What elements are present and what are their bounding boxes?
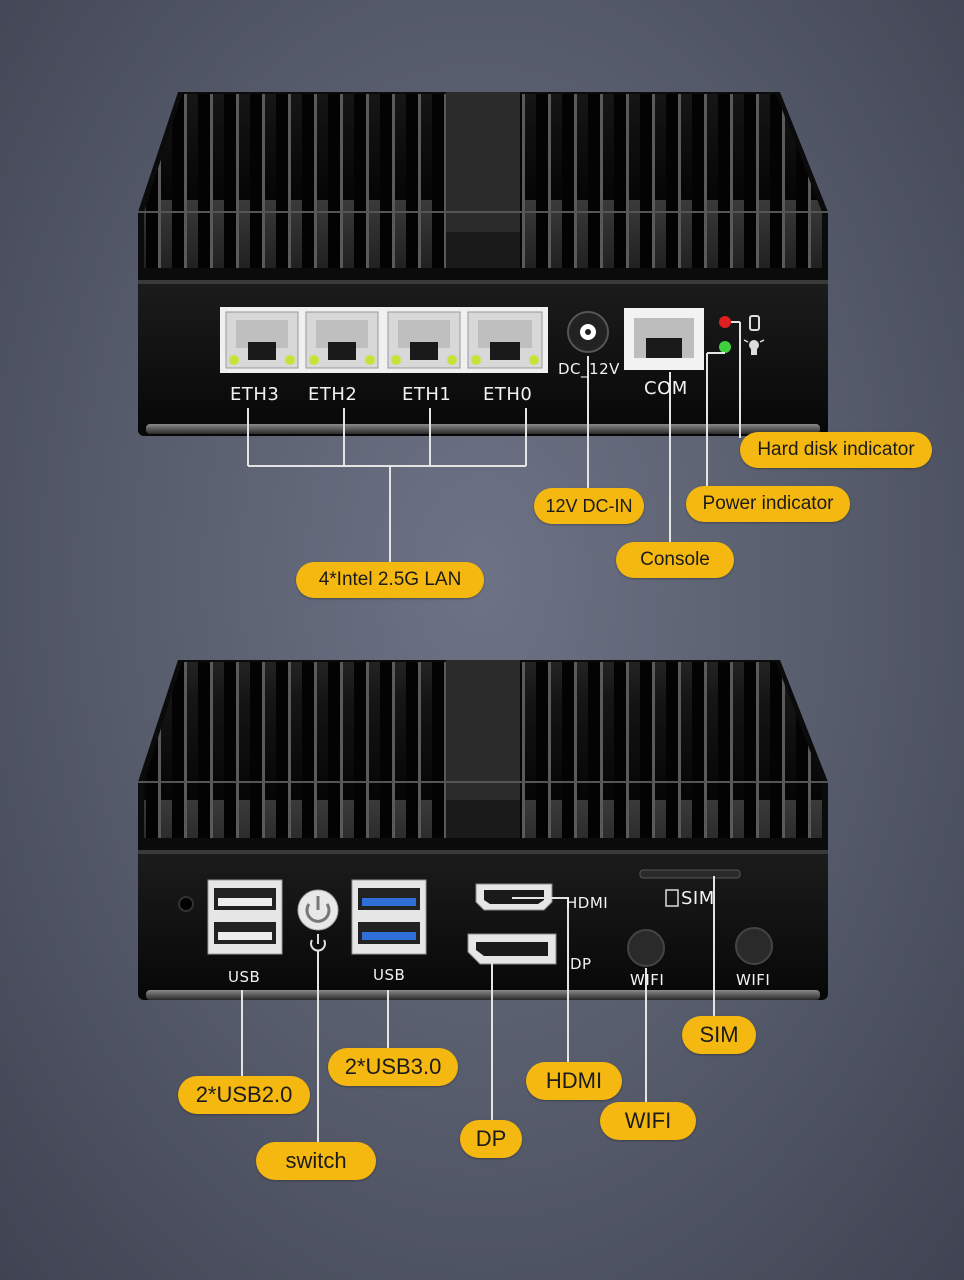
disk-icon xyxy=(749,315,760,331)
wifi-right-label: WIFI xyxy=(736,971,771,989)
callout-lan: 4*Intel 2.5G LAN xyxy=(296,562,484,598)
callout-sim: SIM xyxy=(682,1016,756,1054)
eth0-label: ETH0 xyxy=(483,384,533,405)
wifi-left-label: WIFI xyxy=(630,971,665,989)
eth2-label: ETH2 xyxy=(308,384,358,405)
usb3-ports xyxy=(351,879,427,955)
callout-power-indicator: Power indicator xyxy=(686,486,850,522)
wifi-antenna-right xyxy=(735,927,773,965)
usb2-label: USB xyxy=(228,968,261,986)
power-led xyxy=(719,341,731,353)
hdmi-label: HDMI xyxy=(566,894,609,912)
callout-hdmi: HDMI xyxy=(526,1062,622,1100)
sim-icon xyxy=(665,889,679,907)
callout-usb2: 2*USB2.0 xyxy=(178,1076,310,1114)
hard-disk-led xyxy=(719,316,731,328)
eth1-label: ETH1 xyxy=(402,384,452,405)
dc-jack xyxy=(567,311,609,353)
callout-wifi: WIFI xyxy=(600,1102,696,1140)
wifi-antenna-left xyxy=(627,929,665,967)
sim-slot xyxy=(639,869,741,879)
eth3-label: ETH3 xyxy=(230,384,280,405)
power-switch xyxy=(297,889,339,952)
callout-console: Console xyxy=(616,542,734,578)
usb3-label: USB xyxy=(373,966,406,984)
bottom-leader-lines xyxy=(241,876,715,1144)
top-device xyxy=(138,92,828,564)
bulb-icon xyxy=(743,339,765,355)
callout-switch: switch xyxy=(256,1142,376,1180)
callout-usb3: 2*USB3.0 xyxy=(328,1048,458,1086)
lan-ports xyxy=(225,311,543,369)
usb2-ports xyxy=(207,879,283,955)
dc-label: DC_12V xyxy=(558,360,620,378)
dp-label: DP xyxy=(570,955,592,973)
callout-dp: DP xyxy=(460,1120,522,1158)
reset-hole xyxy=(178,896,194,912)
top-leader-lines xyxy=(247,321,741,564)
bottom-device xyxy=(138,660,828,1144)
sim-label: SIM xyxy=(681,888,715,909)
dp-port xyxy=(467,933,557,965)
callout-hard-disk-indicator: Hard disk indicator xyxy=(740,432,932,468)
callout-12v-dc-in: 12V DC-IN xyxy=(534,488,644,524)
com-label: COM xyxy=(644,378,688,399)
com-port xyxy=(624,308,704,370)
